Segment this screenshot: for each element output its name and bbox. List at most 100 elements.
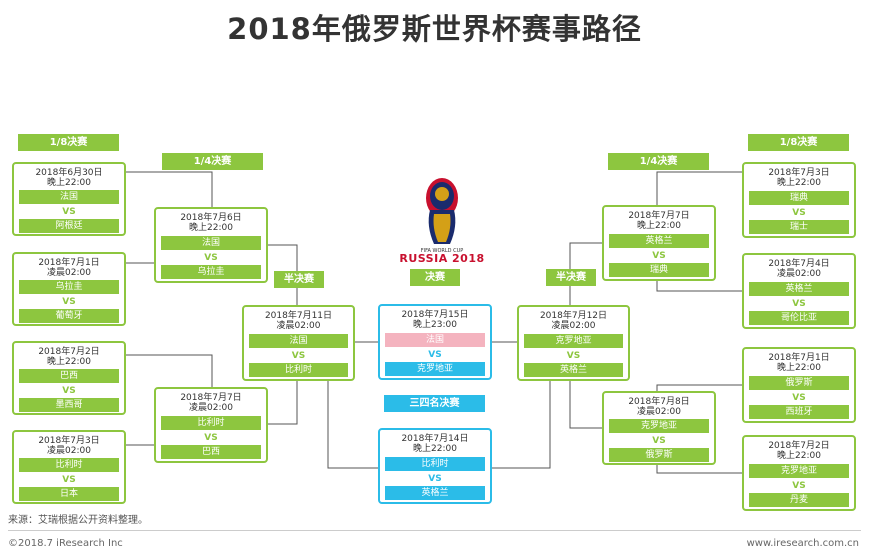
match-time: 晚上22:00 [413, 444, 457, 454]
team-away: 英格兰 [385, 486, 485, 500]
match-time: 凌晨02:00 [276, 321, 321, 331]
match-qf-left-2: 2018年7月7日 凌晨02:00 比利时 VS 巴西 [154, 387, 268, 463]
match-sf-right: 2018年7月12日 凌晨02:00 克罗地亚 VS 英格兰 [517, 305, 630, 381]
match-date: 2018年7月8日 [628, 397, 690, 407]
team-home: 比利时 [19, 458, 119, 472]
match-time: 凌晨02:00 [637, 407, 681, 417]
page-title: 2018年俄罗斯世界杯赛事路径 [227, 12, 642, 46]
team-away: 乌拉圭 [161, 265, 261, 279]
vs-label: VS [204, 433, 218, 443]
team-away: 瑞士 [749, 220, 849, 234]
match-time: 凌晨02:00 [189, 403, 233, 413]
team-home: 巴西 [19, 369, 119, 383]
line-lqfb-lsf [268, 380, 298, 425]
match-r16-left-1: 2018年6月30日 晚上22:00 法国 VS 阿根廷 [12, 162, 126, 236]
team-home: 瑞典 [749, 191, 849, 205]
vs-label: VS [62, 475, 76, 485]
team-home: 克罗地亚 [524, 334, 623, 348]
match-date: 2018年7月2日 [38, 347, 100, 357]
match-time: 凌晨02:00 [551, 321, 596, 331]
label-third-place: 三四名决赛 [384, 395, 485, 412]
match-date: 2018年7月7日 [180, 393, 242, 403]
line-rsf-third [492, 380, 551, 469]
team-away: 葡萄牙 [19, 309, 119, 323]
logo-subtext: FIFA WORLD CUP [421, 248, 464, 254]
match-final: 2018年7月15日 晚上23:00 法国 VS 克罗地亚 [378, 304, 492, 380]
match-qf-right-2: 2018年7月8日 凌晨02:00 克罗地亚 VS 俄罗斯 [602, 391, 716, 465]
match-date: 2018年7月15日 [401, 310, 469, 320]
match-date: 2018年7月11日 [264, 311, 333, 321]
team-home: 英格兰 [749, 282, 849, 296]
match-date: 2018年7月6日 [180, 213, 242, 223]
team-away: 巴西 [161, 445, 261, 459]
match-qf-left-1: 2018年7月6日 晚上22:00 法国 VS 乌拉圭 [154, 207, 268, 283]
label-r16-left: 1/8决赛 [18, 134, 119, 151]
russia-2018-logo-text: RUSSIA 2018 [399, 252, 485, 265]
team-home: 克罗地亚 [749, 464, 849, 478]
line-r16a-rqfa [656, 171, 742, 206]
team-home: 克罗地亚 [609, 419, 709, 433]
team-home: 乌拉圭 [19, 280, 119, 294]
team-away: 俄罗斯 [609, 448, 709, 462]
team-away: 墨西哥 [19, 398, 119, 412]
vs-label: VS [62, 297, 76, 307]
vs-label: VS [652, 251, 666, 261]
team-home: 比利时 [385, 457, 485, 471]
match-date: 2018年7月12日 [539, 311, 608, 321]
match-date: 2018年7月1日 [38, 258, 100, 268]
world-cup-logo: FIFA WORLD CUP [421, 178, 464, 254]
match-time: 凌晨02:00 [47, 268, 91, 278]
match-time: 晚上22:00 [777, 363, 821, 373]
team-home: 英格兰 [609, 234, 709, 248]
label-sf-left: 半决赛 [274, 271, 324, 288]
match-date: 2018年7月7日 [628, 211, 690, 221]
team-away: 丹麦 [749, 493, 849, 507]
team-champion: 法国 [385, 333, 485, 347]
match-r16-left-3: 2018年7月2日 晚上22:00 巴西 VS 墨西哥 [12, 341, 126, 415]
match-qf-right-1: 2018年7月7日 晚上22:00 英格兰 VS 瑞典 [602, 205, 716, 281]
vs-label: VS [62, 207, 76, 217]
match-time: 晚上22:00 [777, 451, 821, 461]
label-qf-left: 1/4决赛 [162, 153, 263, 170]
team-away: 阿根廷 [19, 219, 119, 233]
match-r16-right-4: 2018年7月2日 晚上22:00 克罗地亚 VS 丹麦 [742, 435, 856, 511]
match-third-place: 2018年7月14日 晚上22:00 比利时 VS 英格兰 [378, 428, 492, 504]
team-away: 瑞典 [609, 263, 709, 277]
footer-divider [8, 530, 861, 531]
vs-label: VS [792, 208, 806, 218]
line-r16b-rqfa [656, 280, 742, 292]
match-time: 晚上22:00 [637, 221, 681, 231]
match-r16-right-2: 2018年7月4日 凌晨02:00 英格兰 VS 哥伦比亚 [742, 253, 856, 329]
team-home: 俄罗斯 [749, 376, 849, 390]
team-home: 法国 [19, 190, 119, 204]
team-runner-up: 克罗地亚 [385, 362, 485, 376]
label-r16-right: 1/8决赛 [748, 134, 849, 151]
match-date: 2018年7月2日 [768, 441, 830, 451]
team-away: 哥伦比亚 [749, 311, 849, 325]
match-date: 2018年7月1日 [768, 353, 830, 363]
team-home: 比利时 [161, 416, 261, 430]
line-l16c-lqfb [126, 354, 213, 388]
website-url: www.iresearch.com.cn [746, 538, 859, 549]
vs-label: VS [792, 481, 806, 491]
match-date: 2018年7月3日 [38, 436, 100, 446]
vs-label: VS [204, 253, 218, 263]
vs-label: VS [652, 436, 666, 446]
label-qf-right: 1/4决赛 [608, 153, 709, 170]
vs-label: VS [792, 299, 806, 309]
match-time: 晚上22:00 [189, 223, 233, 233]
match-date: 2018年6月30日 [35, 168, 103, 178]
line-r16d-rqfb [656, 463, 742, 474]
team-away: 英格兰 [524, 363, 623, 377]
team-away: 比利时 [249, 363, 348, 377]
match-r16-left-4: 2018年7月3日 凌晨02:00 比利时 VS 日本 [12, 430, 126, 504]
vs-label: VS [566, 351, 581, 361]
match-r16-right-1: 2018年7月3日 晚上22:00 瑞典 VS 瑞士 [742, 162, 856, 238]
match-date: 2018年7月14日 [401, 434, 469, 444]
line-r16c-rqfb [656, 384, 742, 392]
match-time: 晚上22:00 [777, 178, 821, 188]
copyright: ©2018.7 iResearch Inc [8, 538, 123, 549]
vs-label: VS [428, 474, 442, 484]
vs-label: VS [792, 393, 806, 403]
match-date: 2018年7月3日 [768, 168, 830, 178]
